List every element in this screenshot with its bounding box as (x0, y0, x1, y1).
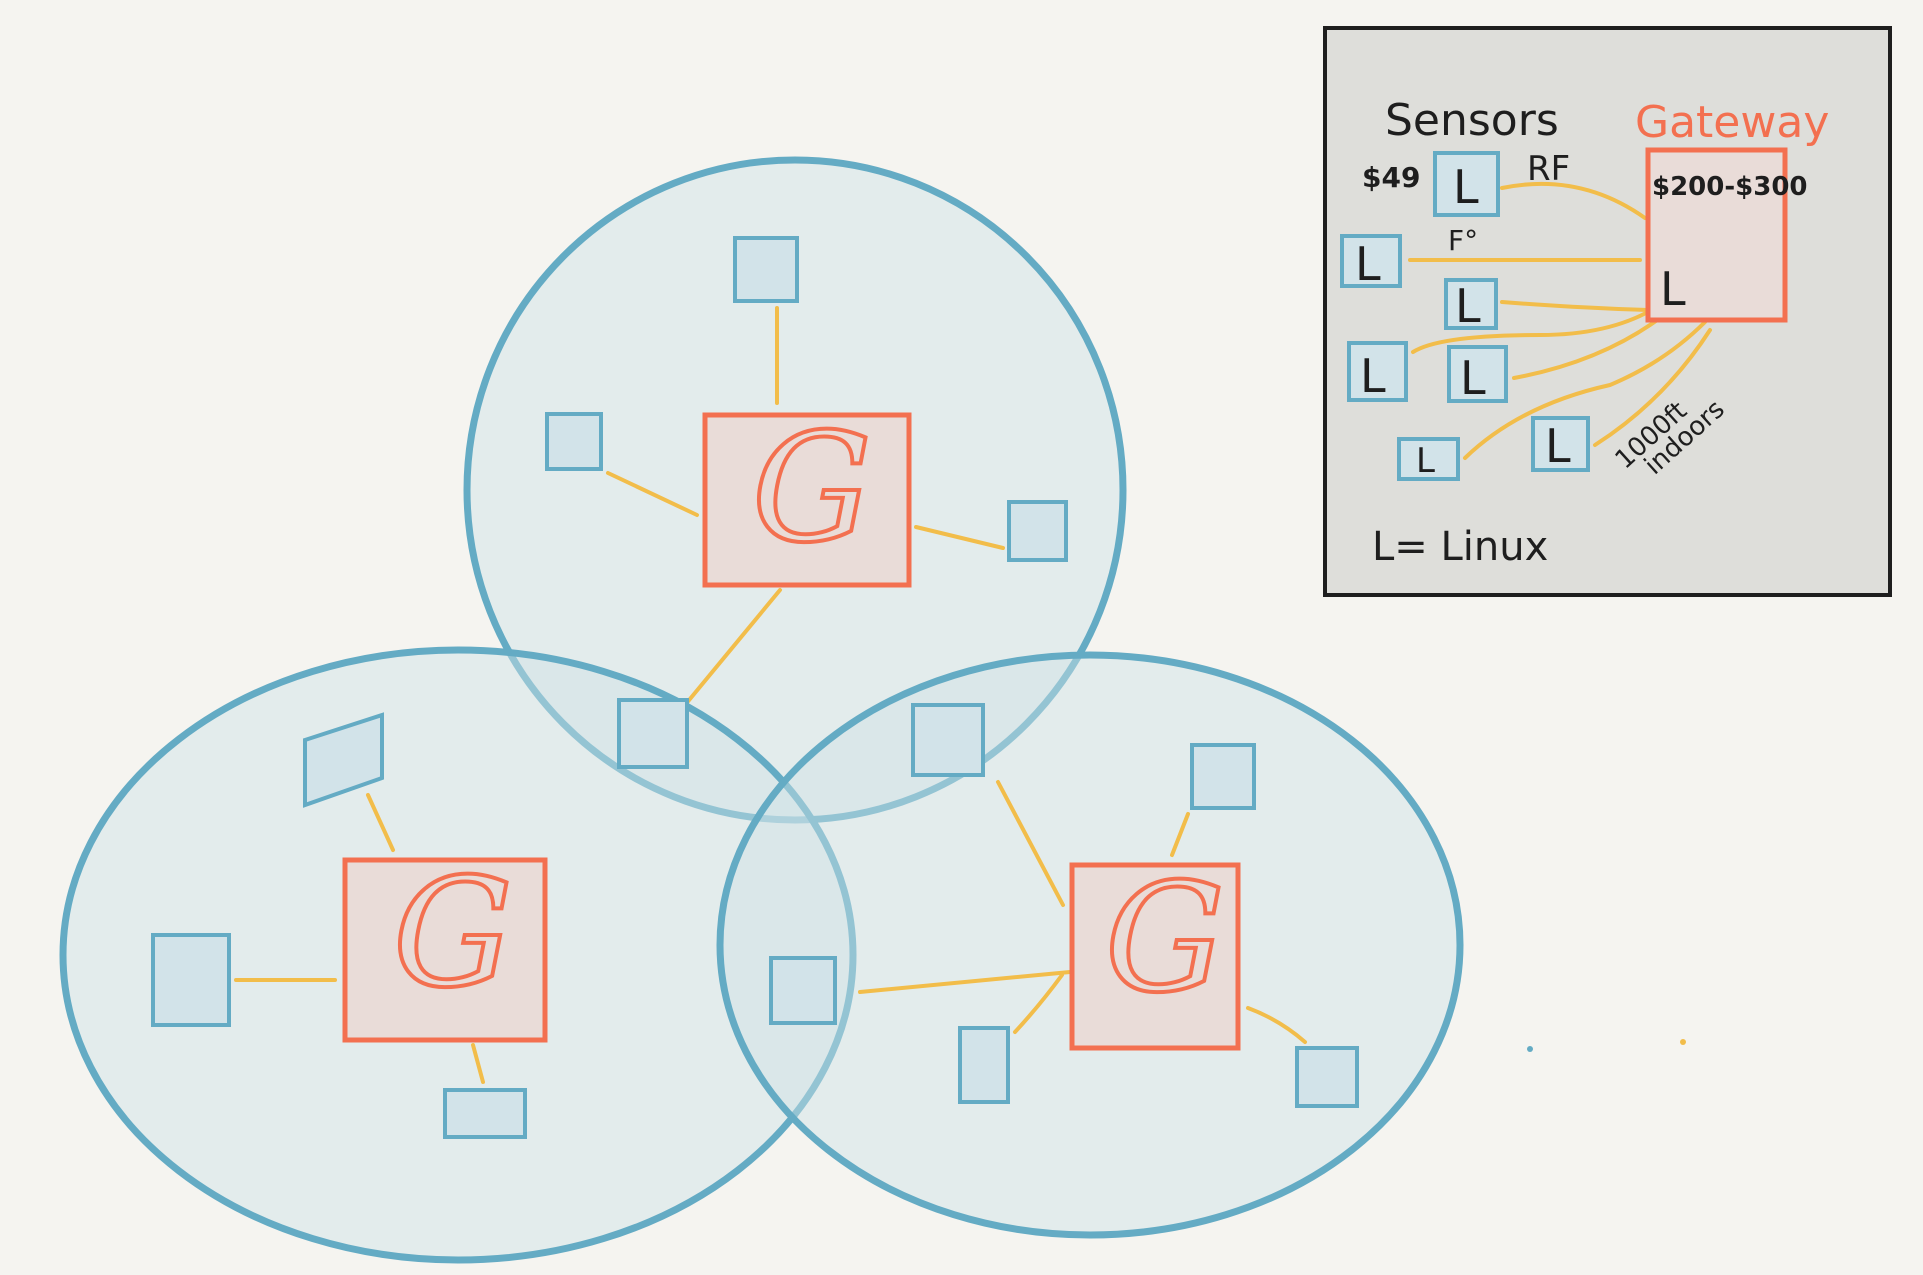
legend-box (1323, 26, 1892, 597)
legend-sensor: L (1397, 437, 1460, 481)
gateways: G G G (342, 400, 1241, 1051)
gateway-top: G (702, 400, 912, 588)
sensor (911, 703, 985, 777)
sensor (545, 412, 603, 471)
stray-dot (1680, 1039, 1686, 1045)
legend-link (1500, 181, 1647, 220)
legend-link (1463, 320, 1707, 460)
legend-gateway (1645, 147, 1788, 323)
legend-link (1500, 300, 1650, 312)
stray-dot (1527, 1046, 1533, 1052)
legend-sensors-title: Sensors (1385, 95, 1559, 146)
svg-text:L: L (1453, 160, 1479, 214)
link (1013, 973, 1064, 1034)
legend-l-definition: L= Linux (1372, 524, 1548, 570)
legend-sensor: L (1444, 278, 1498, 333)
link (1170, 812, 1190, 857)
svg-text:L: L (1545, 419, 1571, 473)
svg-text:L: L (1460, 351, 1486, 405)
svg-text:L: L (1360, 349, 1386, 403)
legend-sensor: L (1433, 151, 1500, 217)
legend-gateway-l: L (1660, 262, 1686, 316)
legend-sensor: L (1340, 234, 1402, 291)
link (366, 793, 395, 852)
sensor (303, 712, 384, 808)
sensor (151, 933, 231, 1027)
sensor (958, 1026, 1010, 1104)
legend-gateway-price: $200-$300 (1652, 172, 1808, 202)
sensor (617, 698, 689, 769)
link (471, 1043, 485, 1084)
link (1246, 1006, 1307, 1044)
legend-link (1411, 306, 1657, 354)
svg-text:L: L (1455, 279, 1481, 333)
gateway-label: G (1105, 852, 1225, 1026)
legend-gateway-title: Gateway (1635, 97, 1829, 148)
link (858, 970, 1072, 994)
legend-temp-label: F° (1448, 224, 1478, 257)
legend-link (1512, 316, 1662, 380)
gateway-right: G (1069, 850, 1241, 1051)
gateway-left: G (342, 845, 548, 1043)
sensor (769, 956, 837, 1025)
link (996, 780, 1065, 907)
link (606, 471, 699, 517)
sensor (1190, 743, 1256, 810)
svg-text:L: L (1355, 237, 1381, 291)
link (914, 525, 1005, 550)
legend-sensor: L (1531, 416, 1590, 473)
sensor (733, 236, 799, 303)
svg-text:L: L (1416, 441, 1435, 481)
gateway-label: G (393, 847, 513, 1021)
links (234, 306, 1307, 1084)
legend-sensor: L (1347, 341, 1408, 403)
sensor (443, 1088, 527, 1139)
legend-link (1593, 328, 1712, 447)
gateway-label: G (752, 402, 872, 576)
sensor (1295, 1046, 1359, 1108)
legend-sensor-price: $49 (1362, 161, 1420, 194)
legend: Sensors Gateway $49 RF F° $200-$300 L L … (1323, 26, 1892, 597)
coverage-zones (59, 156, 1464, 1264)
sensor (1007, 500, 1068, 562)
legend-sensor: L (1447, 345, 1508, 405)
link (683, 588, 782, 707)
sensors (151, 236, 1359, 1139)
